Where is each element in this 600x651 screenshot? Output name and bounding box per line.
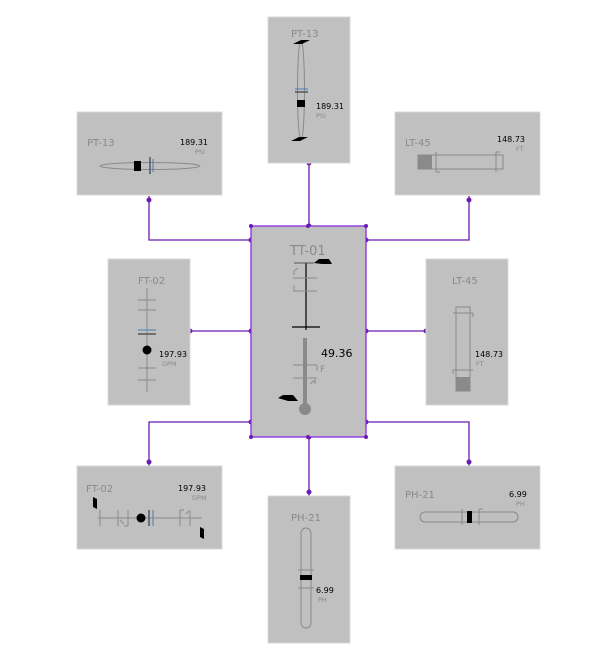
unit-label: FT — [516, 145, 524, 153]
value-label: 6.99 — [316, 586, 334, 595]
pt13-horizontal-panel[interactable]: PT-13 189.31 PSI — [76, 111, 223, 196]
unit-label: GPM — [162, 360, 177, 368]
lt45-vertical-panel[interactable]: LT-45 148.73 FT — [425, 258, 509, 406]
unit-label: FT — [476, 360, 484, 368]
tag-label: LT-45 — [405, 138, 431, 149]
ft02-horizontal-panel[interactable]: FT-02 197.93 GPM — [76, 465, 223, 550]
value-label: 148.73 — [497, 135, 525, 144]
ph21-horizontal-panel[interactable]: PH-21 6.99 PH — [394, 465, 541, 550]
value-label: 6.99 — [509, 490, 527, 499]
unit-label: PH — [318, 596, 327, 604]
value-label: 197.93 — [178, 484, 206, 493]
tt01-panel[interactable]: TT-01 49.36 F — [249, 224, 368, 439]
value-label: 197.93 — [159, 350, 187, 359]
unit-label: GPM — [192, 494, 207, 502]
tag-label: FT-02 — [138, 276, 165, 287]
value-label: 189.31 — [180, 138, 208, 147]
tag-label: PH-21 — [405, 490, 435, 501]
tag-label: PT-13 — [291, 29, 319, 40]
tag-label: TT-01 — [289, 244, 326, 259]
unit-label: PSI — [195, 148, 205, 156]
tag-label: PT-13 — [87, 138, 115, 149]
unit-label: PH — [516, 500, 525, 508]
value-label: 49.36 — [321, 347, 353, 360]
lt45-horizontal-panel[interactable]: LT-45 148.73 FT — [394, 111, 541, 196]
pt13-vertical-panel[interactable]: PT-13 189.31 PSI — [267, 16, 351, 164]
unit-label: PSI — [316, 112, 326, 120]
ph21-vertical-panel[interactable]: PH-21 6.99 PH — [267, 495, 351, 644]
ft02-vertical-panel[interactable]: FT-02 197.93 GPM — [107, 258, 191, 406]
unit-label: F — [320, 365, 325, 375]
value-label: 148.73 — [475, 350, 503, 359]
tag-label: LT-45 — [452, 276, 478, 287]
tag-label: FT-02 — [86, 484, 113, 495]
value-label: 189.31 — [316, 102, 344, 111]
tag-label: PH-21 — [291, 513, 321, 524]
